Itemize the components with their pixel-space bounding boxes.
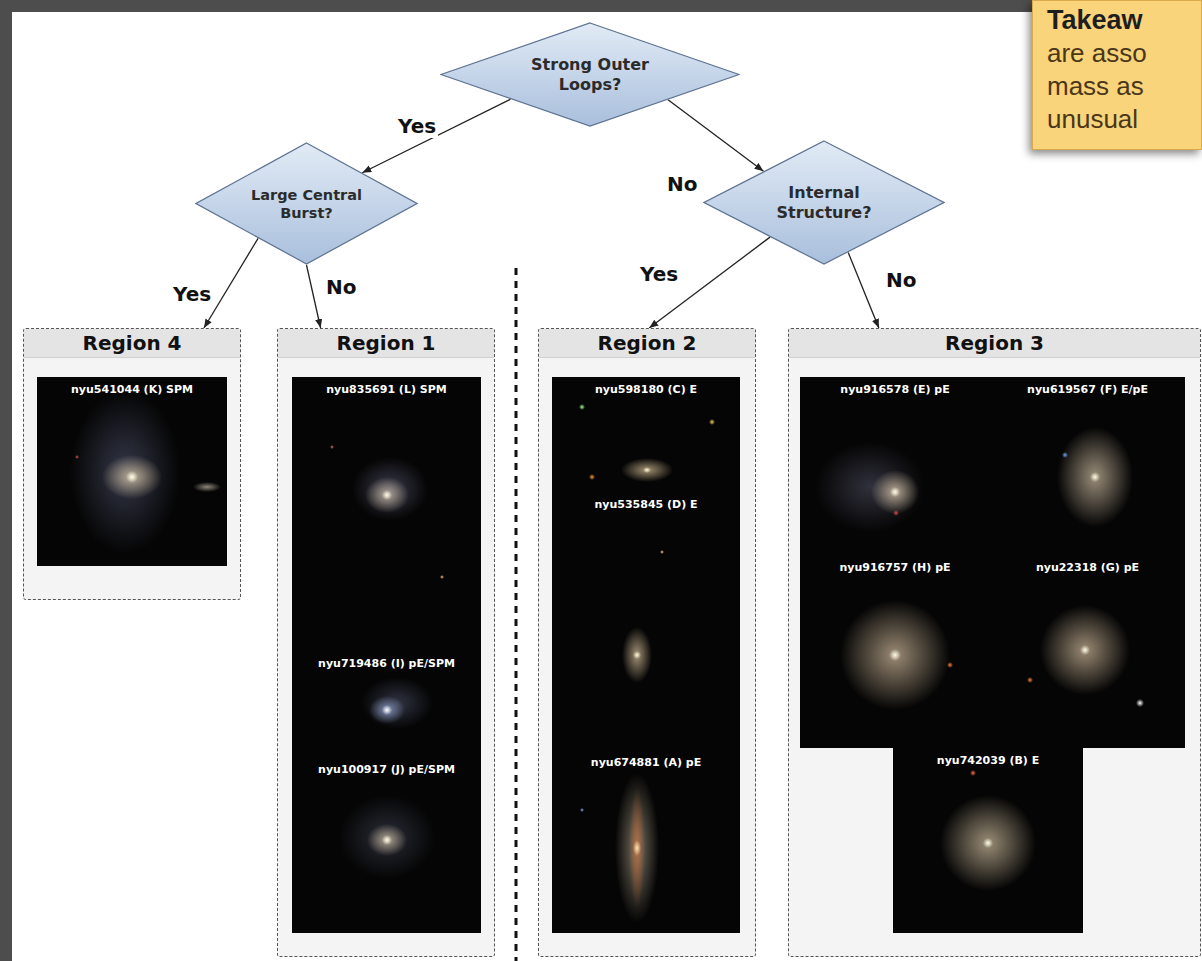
region-panel: Region 1 nyu835691 (L) SPM nyu719486 (I) p… [277,328,495,957]
region-panel: Region 3 nyu916578 (E) pEnyu619567 (F) E/… [788,328,1201,957]
connector-arrow [668,100,764,172]
connector-arrow [362,99,510,173]
decision-text: Internal Structure? [749,183,899,223]
galaxy-label: nyu22318 (G) pE [990,555,1185,575]
takeaway-box: Takeaware asso mass as unusual [1032,0,1202,150]
galaxy-label: nyu100917 (J) pE/SPM [292,757,481,777]
galaxy-image: nyu835691 (L) SPM [292,377,481,651]
edge-label: Yes [638,262,680,286]
galaxy-image: nyu742039 (B) E [893,748,1083,933]
diagram-ground [12,12,1202,961]
edge-label: Yes [396,114,438,138]
galaxy-label: nyu535845 (D) E [552,492,740,512]
region-heading: Region 3 [789,329,1200,358]
takeaway-body: are asso mass as unusual [1047,37,1195,136]
galaxy-label: nyu916578 (E) pE [800,377,990,397]
galaxy-image: nyu719486 (I) pE/SPM [292,651,481,757]
decision-text: Strong Outer Loops? [510,55,670,95]
diamond-outline [195,142,418,265]
connector-arrow [204,238,258,328]
galaxy-image: nyu22318 (G) pE [990,555,1185,748]
region-heading: Region 2 [539,329,755,358]
edge-label: No [665,172,699,196]
diamond-text-area: Large Central Burst? [195,142,418,265]
diamond-text-area: Internal Structure? [703,140,945,265]
galaxy-label: nyu916757 (H) pE [800,555,990,575]
galaxy-image: nyu535845 (D) E [552,492,740,750]
edge-label: Yes [171,282,213,306]
decision-text: Large Central Burst? [234,186,379,222]
galaxy-label: nyu835691 (L) SPM [292,377,481,397]
takeaway-heading: Takeaw [1047,3,1195,37]
region-heading: Region 4 [24,329,240,358]
edge-label: No [884,268,918,292]
galaxy-label: nyu619567 (F) E/pE [990,377,1185,397]
connector-arrow [848,253,879,329]
decision-diamond: Internal Structure? [703,140,945,265]
edge-label: No [324,275,358,299]
region-panel: Region 2 nyu598180 (C) E nyu535845 (D) E ny… [538,328,756,957]
connector-arrow [649,237,770,328]
decision-diamond: Large Central Burst? [195,142,418,265]
galaxy-label: nyu598180 (C) E [552,377,740,397]
decision-diamond: Strong Outer Loops? [440,22,740,127]
galaxy-image: nyu916578 (E) pE [800,377,990,555]
galaxy-label: nyu742039 (B) E [893,748,1083,768]
galaxy-image: nyu674881 (A) pE [552,750,740,933]
diamond-text-area: Strong Outer Loops? [440,22,740,127]
connector-arrow [307,265,321,328]
galaxy-image: nyu619567 (F) E/pE [990,377,1185,555]
galaxy-label: nyu674881 (A) pE [552,750,740,770]
galaxy-image: nyu916757 (H) pE [800,555,990,748]
galaxy-image: nyu598180 (C) E [552,377,740,492]
region-panel: Region 4 nyu541044 (K) SPM [23,328,241,600]
galaxy-label: nyu719486 (I) pE/SPM [292,651,481,671]
galaxy-label: nyu541044 (K) SPM [37,377,227,397]
divider-line [515,268,518,961]
galaxy-image: nyu541044 (K) SPM [37,377,227,566]
galaxy-image: nyu100917 (J) pE/SPM [292,757,481,933]
region-heading: Region 1 [278,329,494,358]
